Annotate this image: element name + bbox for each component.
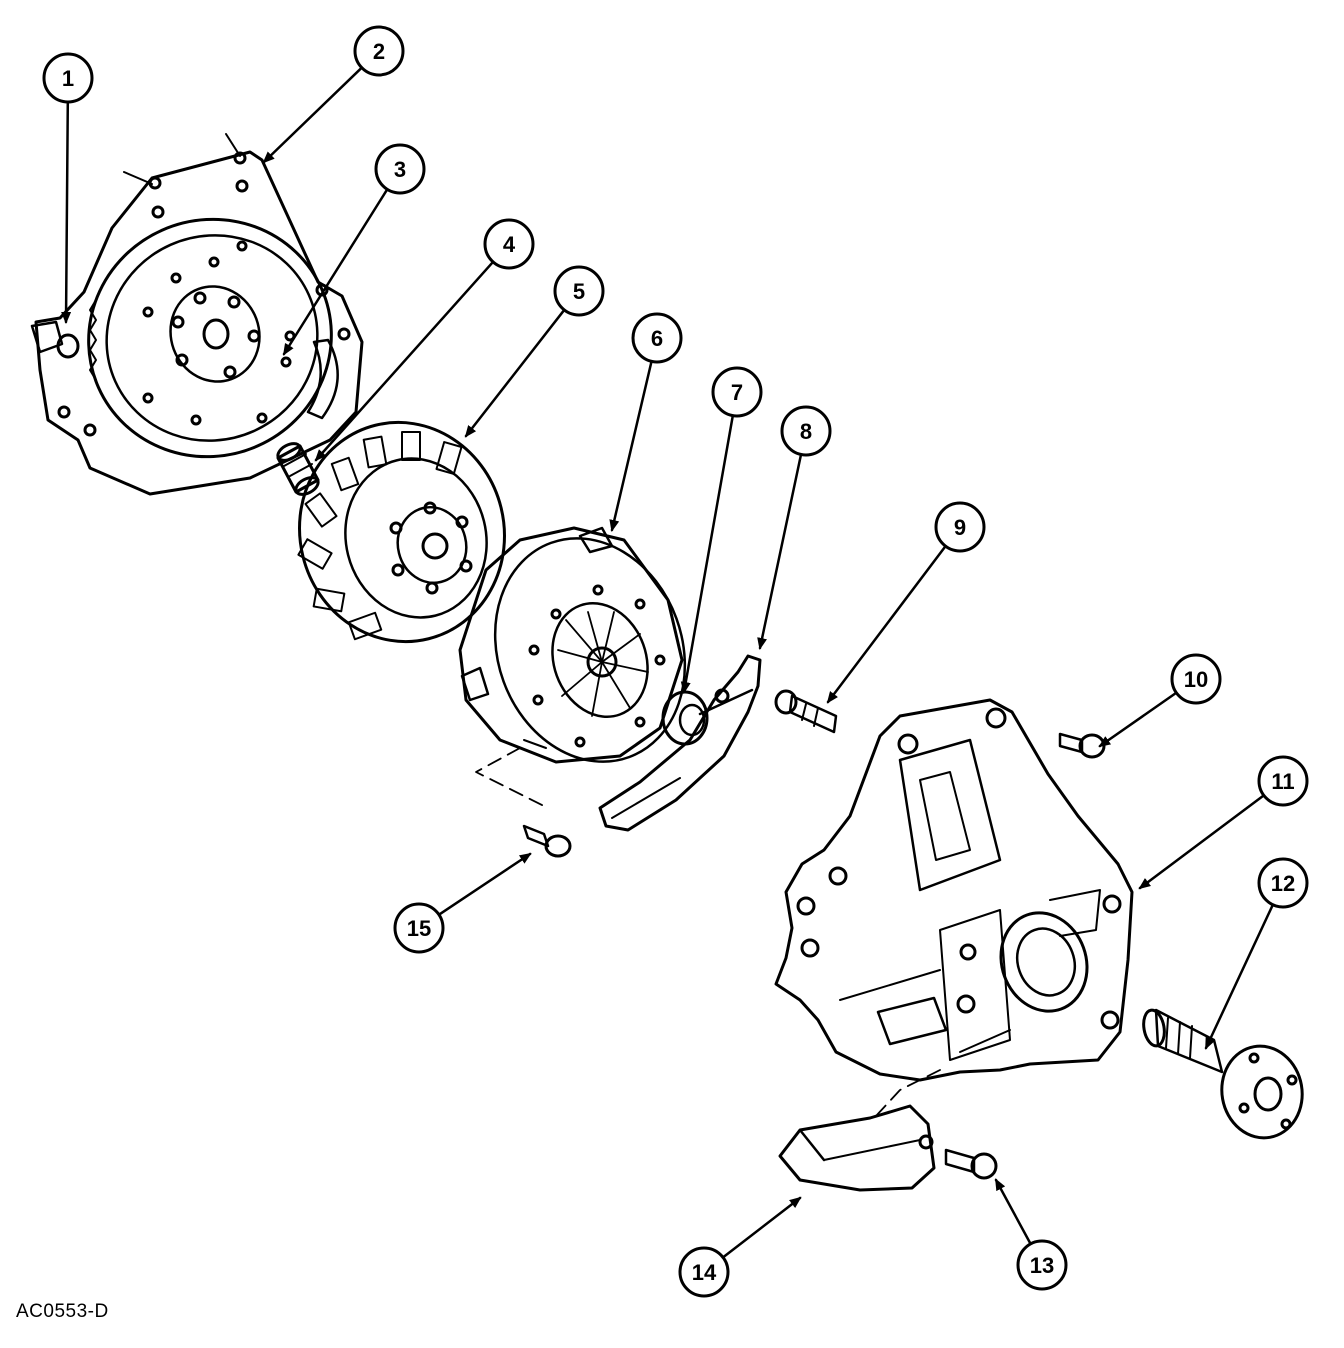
callout-number: 5	[573, 279, 585, 304]
callout-circle	[780, 405, 832, 457]
callout-circle	[353, 25, 405, 77]
callout-circle	[1016, 1239, 1068, 1291]
callout-13: 13	[1016, 1239, 1068, 1291]
callout-14: 14	[678, 1246, 730, 1298]
callout-10: 10	[1170, 653, 1222, 705]
leader-line-2	[262, 66, 363, 164]
pressure-plate-bolt	[522, 824, 572, 858]
leader-line-6	[609, 360, 653, 532]
callout-circle	[678, 1246, 730, 1298]
callout-number: 13	[1030, 1253, 1054, 1278]
pilot-bearing	[276, 442, 320, 496]
leader-line-10	[1098, 691, 1178, 748]
figure-id-label: AC0553-D	[16, 1301, 109, 1322]
callout-circle	[1170, 653, 1222, 705]
dust-shield-bolt	[944, 1148, 998, 1180]
callout-1: 1	[42, 52, 94, 104]
callout-15: 15	[393, 902, 445, 954]
callout-11: 11	[1257, 755, 1309, 807]
callout-5: 5	[553, 265, 605, 317]
callout-circle	[631, 312, 683, 364]
locating-dowel	[30, 320, 80, 359]
callout-6: 6	[631, 312, 683, 364]
callout-circle	[1257, 857, 1309, 909]
callout-9: 9	[934, 501, 986, 553]
leader-line-14	[721, 1196, 802, 1259]
pressure-plate	[458, 526, 687, 809]
callout-number: 15	[407, 916, 431, 941]
dust-shield	[778, 1104, 936, 1192]
callout-2: 2	[353, 25, 405, 77]
housing-bolt	[1058, 732, 1106, 759]
callout-circle	[1257, 755, 1309, 807]
callout-circle	[42, 52, 94, 104]
callout-number: 2	[373, 39, 385, 64]
callout-number: 10	[1184, 667, 1208, 692]
callout-number: 4	[503, 232, 516, 257]
pivot-stud	[774, 689, 838, 734]
callout-number: 7	[731, 380, 743, 405]
flywheel	[87, 217, 333, 459]
callout-3: 3	[374, 143, 426, 195]
leader-line-11	[1138, 794, 1266, 890]
callout-12: 12	[1257, 857, 1309, 909]
callout-circle	[483, 218, 535, 270]
leader-line-8	[757, 453, 803, 650]
callout-number: 14	[692, 1260, 717, 1285]
leader-line-3	[282, 188, 389, 356]
callout-number: 1	[62, 66, 74, 91]
leader-line-15	[437, 852, 532, 916]
clutch-housing	[774, 698, 1134, 1117]
callout-number: 6	[651, 326, 663, 351]
clutch-disc	[297, 420, 506, 644]
callout-8: 8	[780, 405, 832, 457]
callout-circle	[711, 366, 763, 418]
callout-7: 7	[711, 366, 763, 418]
callout-number: 12	[1271, 871, 1295, 896]
callout-circle	[553, 265, 605, 317]
leader-line-5	[464, 308, 566, 438]
callout-circle	[934, 501, 986, 553]
callout-number: 9	[954, 515, 966, 540]
leader-lines	[61, 66, 1275, 1259]
input-shaft	[1142, 1008, 1304, 1140]
leader-line-13	[994, 1178, 1032, 1246]
callout-circle	[374, 143, 426, 195]
leader-line-7	[680, 414, 735, 694]
callout-number: 8	[800, 419, 812, 444]
leader-line-9	[826, 544, 947, 704]
leader-line-1	[61, 100, 72, 324]
leader-line-12	[1204, 903, 1275, 1050]
callout-number: 11	[1271, 769, 1294, 794]
leader-line-4	[314, 260, 495, 462]
release-bearing	[661, 690, 709, 746]
callout-number: 3	[394, 157, 406, 182]
callout-circle	[393, 902, 445, 954]
callout-4: 4	[483, 218, 535, 270]
release-lever	[598, 654, 762, 832]
